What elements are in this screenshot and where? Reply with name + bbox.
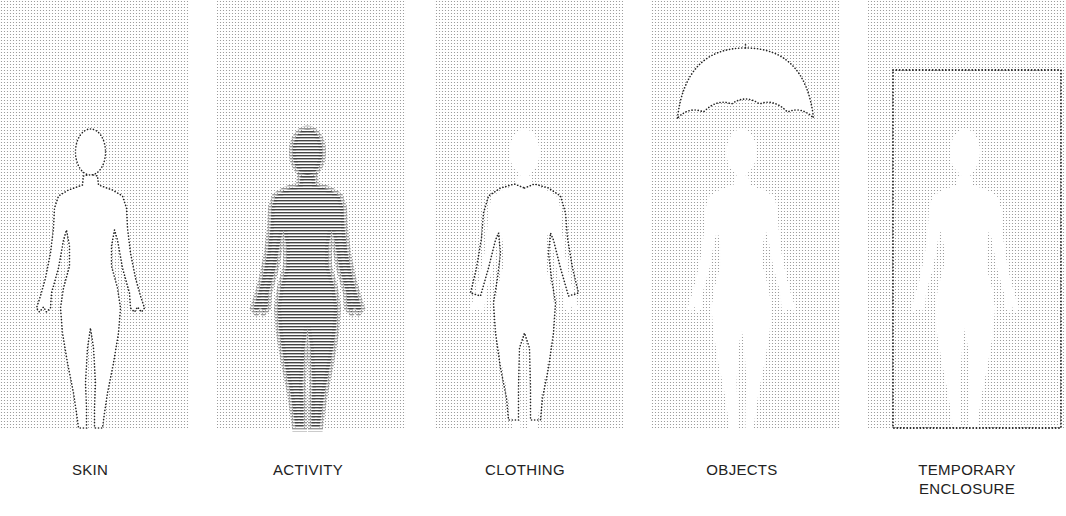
umbrella-canopy bbox=[678, 48, 814, 118]
clothing-outline bbox=[471, 184, 579, 420]
enclosure-outline bbox=[893, 70, 1061, 428]
panel-label: OBJECTS bbox=[682, 460, 802, 479]
dotted-panel bbox=[0, 0, 189, 428]
panel-label: TEMPORARY ENCLOSURE bbox=[907, 460, 1027, 498]
panel-content bbox=[37, 129, 145, 428]
head-outline bbox=[510, 129, 540, 175]
panel-content bbox=[893, 70, 1061, 428]
dotted-panel bbox=[434, 0, 623, 428]
body-outline bbox=[37, 174, 145, 428]
body-outline bbox=[688, 174, 796, 428]
body-outline bbox=[471, 174, 579, 428]
panel-label: CLOTHING bbox=[465, 460, 585, 479]
dotted-panel bbox=[651, 0, 840, 428]
body-outline bbox=[911, 174, 1019, 428]
panel-content bbox=[254, 129, 362, 428]
panel-group bbox=[0, 0, 1066, 428]
body-outline bbox=[254, 174, 362, 428]
panel-content bbox=[471, 129, 579, 428]
human-figure bbox=[688, 129, 796, 428]
head-outline bbox=[293, 129, 323, 175]
dotted-panel bbox=[868, 0, 1066, 428]
dotted-panel bbox=[217, 0, 406, 428]
head-outline bbox=[293, 129, 323, 175]
umbrella-tip bbox=[745, 42, 747, 48]
panel-label: ACTIVITY bbox=[248, 460, 368, 479]
head-outline bbox=[727, 129, 757, 175]
panel-content bbox=[678, 42, 814, 428]
head-outline bbox=[76, 129, 106, 175]
human-figure bbox=[37, 129, 145, 428]
body-outline bbox=[254, 174, 362, 428]
human-figure bbox=[254, 129, 362, 428]
human-figure bbox=[471, 129, 579, 428]
head-outline bbox=[950, 129, 980, 175]
panel-label: SKIN bbox=[30, 460, 150, 479]
human-figure bbox=[254, 129, 362, 428]
human-figure bbox=[911, 129, 1019, 428]
